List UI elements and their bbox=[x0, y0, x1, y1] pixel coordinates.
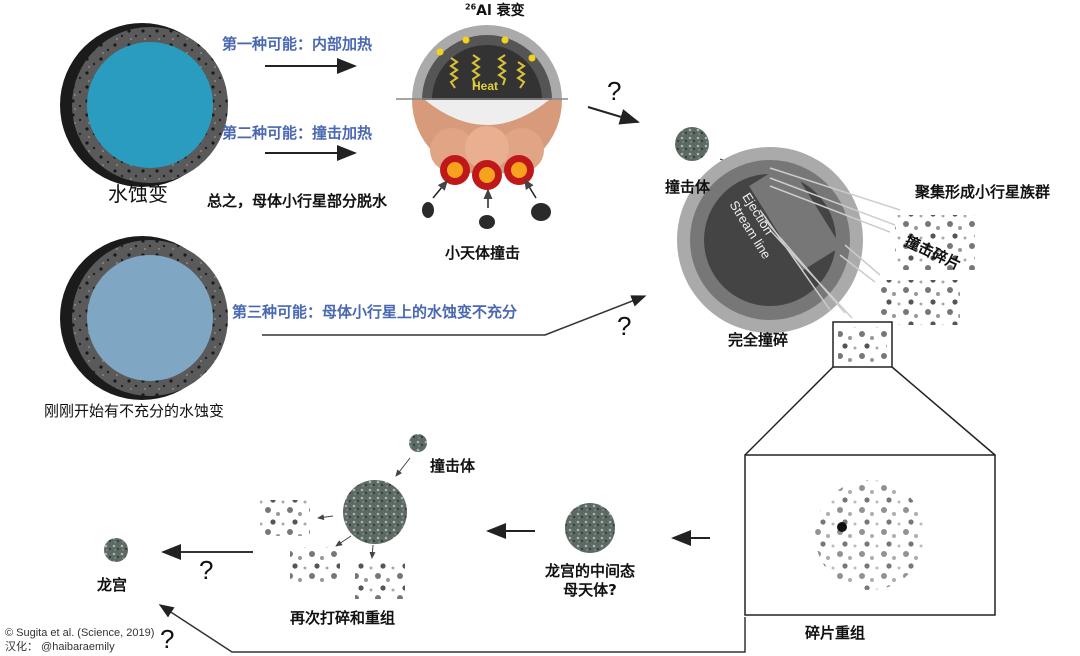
al-decay-label: 26Al 衰变 bbox=[465, 0, 525, 20]
re-disruption-label: 再次打碎和重组 bbox=[290, 609, 396, 627]
possibility-3-label: 第三种可能：母体小行星上的水蚀变不充分 bbox=[232, 303, 518, 321]
arrow-to-impact bbox=[587, 106, 640, 125]
impactor-2-label: 撞击体 bbox=[430, 457, 476, 475]
arrow-direct-ryugu bbox=[158, 604, 746, 653]
intermediate-body-label: 龙宫的中间态母天体? bbox=[545, 562, 635, 600]
disrupted-parent-body bbox=[677, 147, 901, 333]
ryugu-body bbox=[104, 538, 128, 562]
question-mark: ? bbox=[617, 311, 632, 341]
fragment-cluster bbox=[895, 215, 975, 270]
parent-body-altered bbox=[60, 23, 228, 187]
possibility-2-label: 第二种可能：撞击加热 bbox=[222, 124, 373, 142]
reaccumulation-label: 碎片重组 bbox=[805, 624, 866, 642]
possibility-1-label: 第一种可能：内部加热 bbox=[222, 35, 373, 53]
credit-source: © Sugita et al. (Science, 2019) bbox=[5, 627, 155, 639]
intermediate-body bbox=[565, 503, 615, 553]
heating-sphere bbox=[396, 25, 568, 190]
dehydration-label: 总之，母体小行星部分脱水 bbox=[207, 192, 388, 210]
heat-label: Heat bbox=[472, 79, 499, 93]
asteroid-family-label: 聚集形成小行星族群 bbox=[915, 183, 1051, 201]
complete-disruption-label: 完全撞碎 bbox=[728, 331, 789, 349]
intermediate-line-1: 龙宫的中间态 bbox=[545, 562, 636, 580]
question-mark: ? bbox=[607, 76, 622, 106]
fragment-cluster bbox=[880, 280, 960, 325]
insufficient-alteration-label: 刚刚开始有不充分的水蚀变 bbox=[44, 402, 225, 420]
intermediate-line-2: 母天体? bbox=[563, 581, 617, 599]
small-impactors bbox=[422, 202, 551, 229]
re-disrupted-body bbox=[343, 480, 407, 544]
impactor-body bbox=[675, 127, 709, 161]
ryugu-label: 龙宫 bbox=[97, 576, 128, 594]
question-mark: ? bbox=[160, 624, 175, 654]
impactor-label: 撞击体 bbox=[665, 178, 711, 196]
credit-translation: 汉化： @haibaraemily bbox=[5, 641, 115, 653]
parent-body-partial bbox=[60, 236, 228, 400]
al-decay-text: Al 衰变 bbox=[476, 3, 525, 19]
credits: © Sugita et al. (Science, 2019) 汉化： @haib… bbox=[5, 626, 154, 654]
impactor-body-2 bbox=[409, 434, 427, 452]
small-body-impact-label: 小天体撞击 bbox=[445, 244, 521, 262]
reaccumulation-particles bbox=[815, 480, 925, 590]
question-mark: ? bbox=[199, 555, 214, 585]
al-isotope: 26 bbox=[465, 2, 477, 12]
arrow-insufficient bbox=[262, 295, 647, 336]
aqueous-alteration-label: 水蚀变 bbox=[108, 182, 168, 206]
